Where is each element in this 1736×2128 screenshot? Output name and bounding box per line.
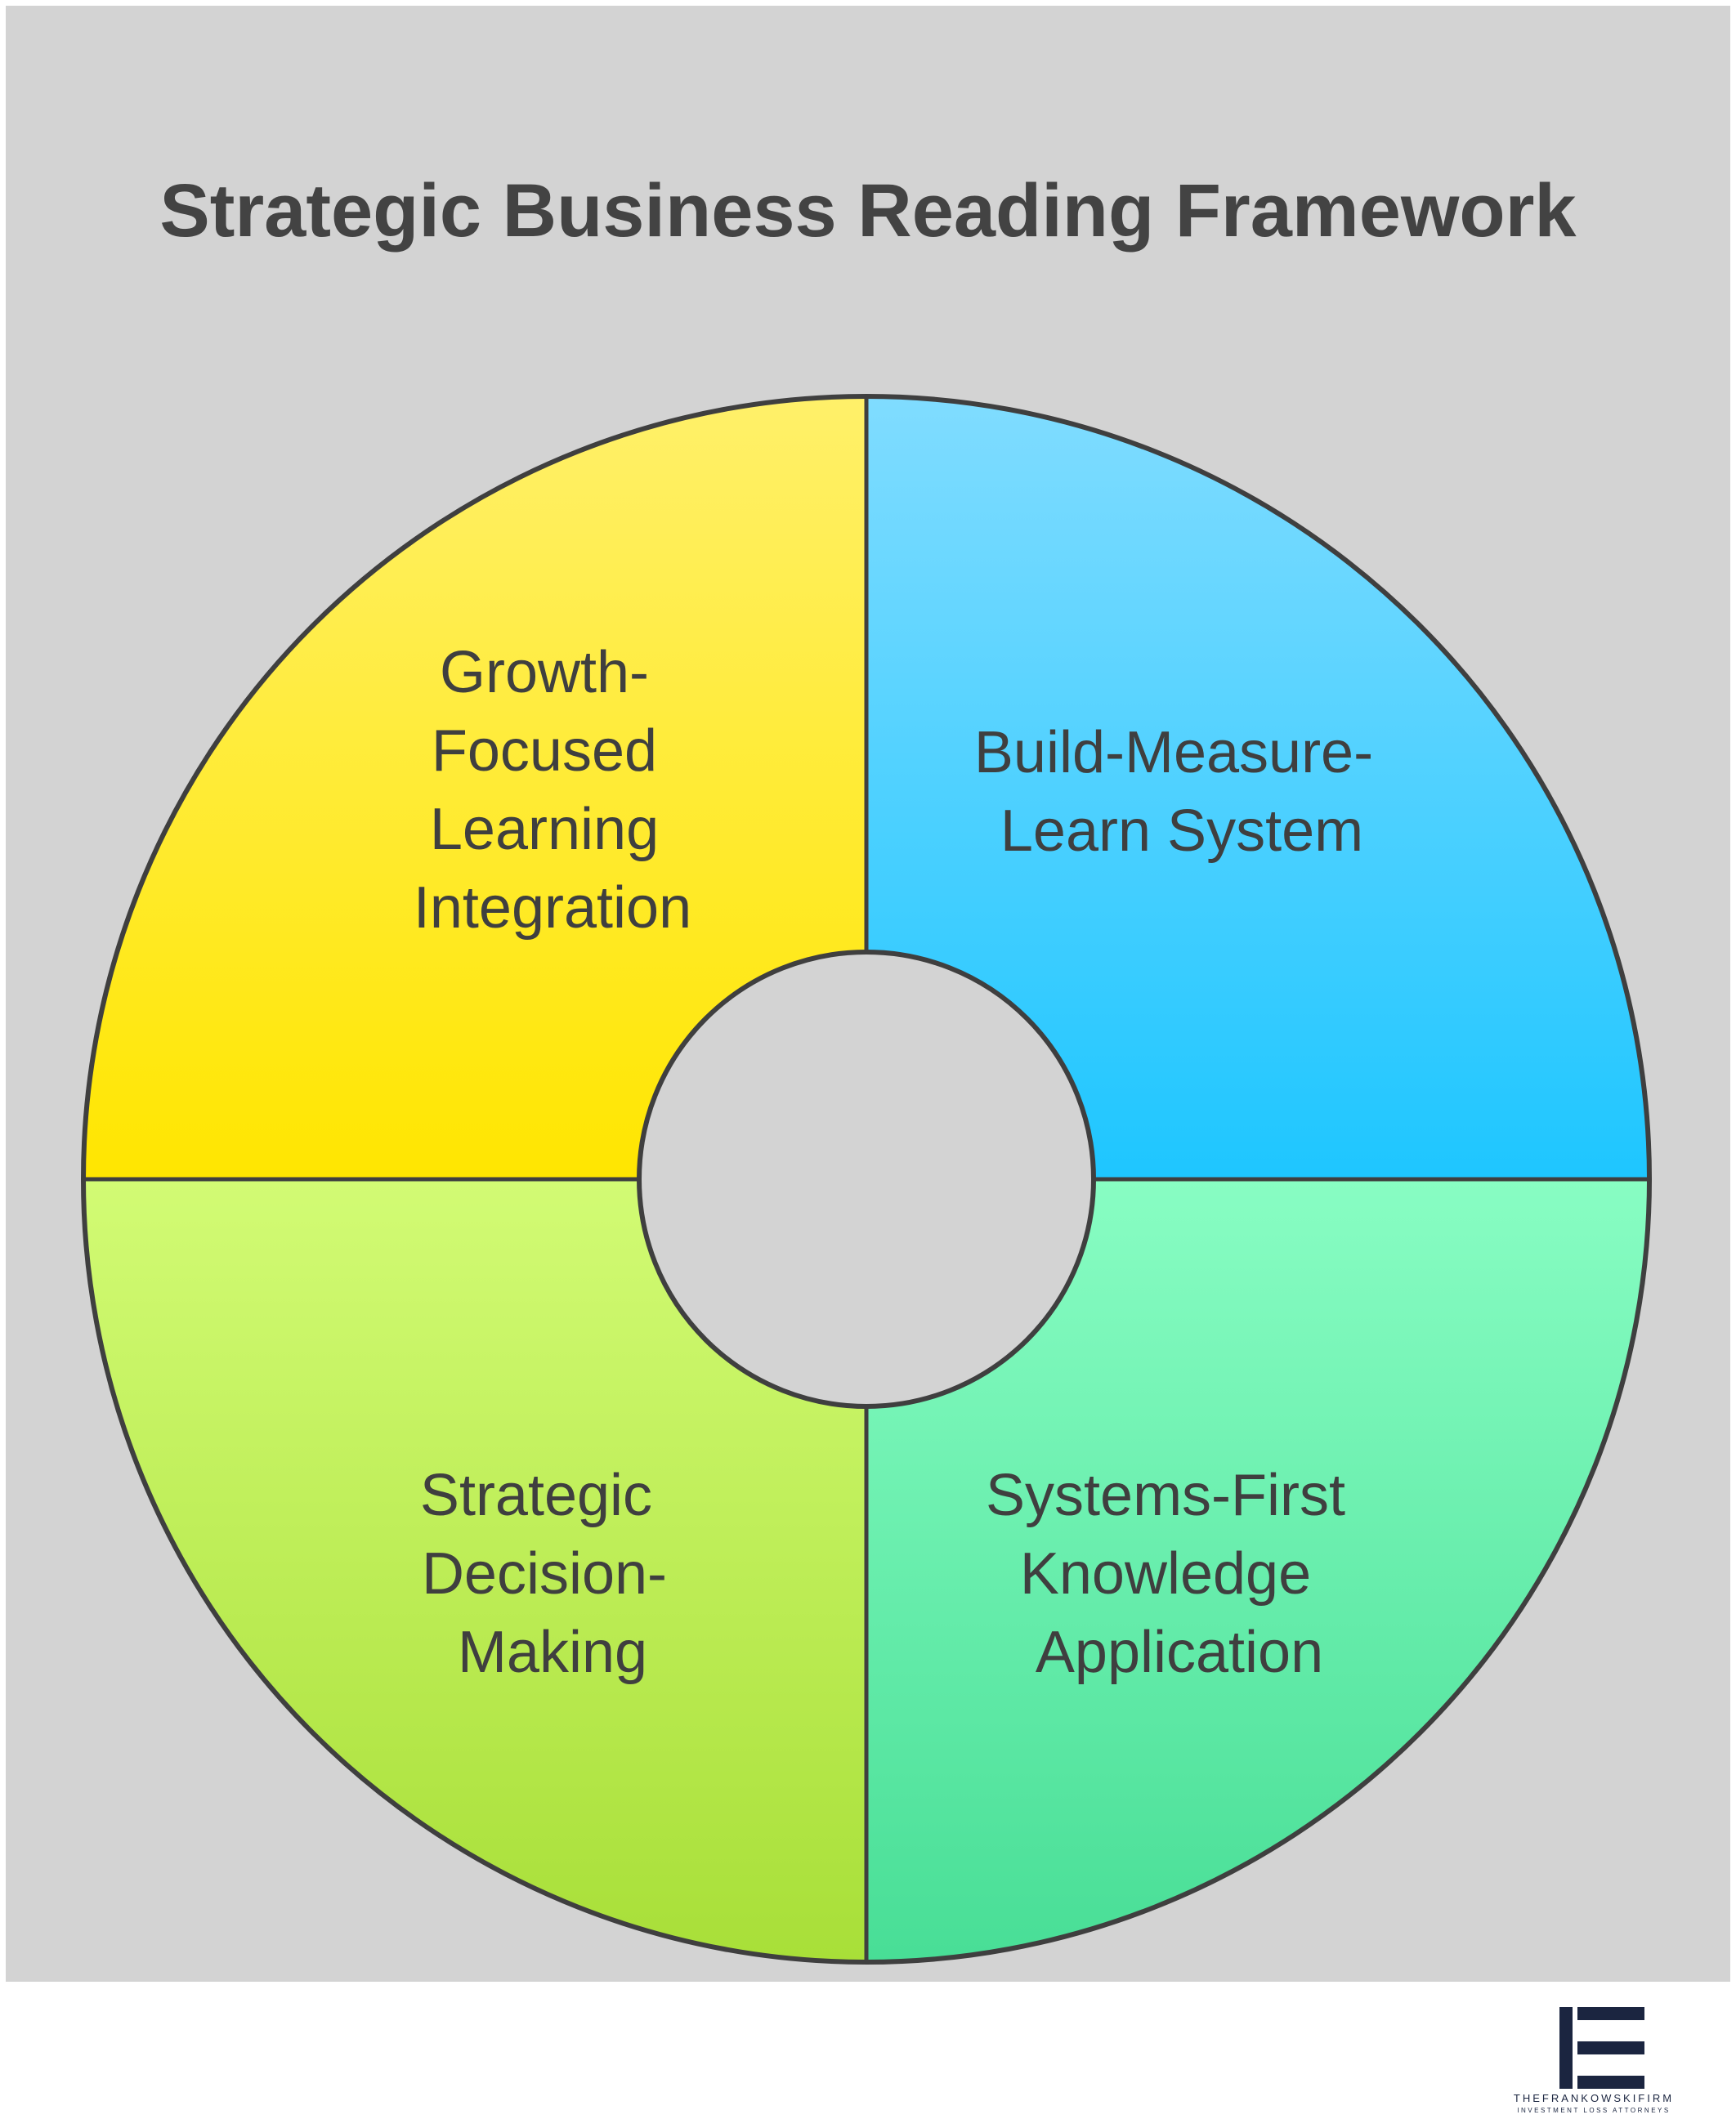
- label-line: Decision-: [422, 1541, 667, 1607]
- page-title: Strategic Business Reading Framework: [159, 169, 1577, 253]
- quadrant-strategic-decision-making: [83, 1179, 866, 1962]
- label-line: Growth-: [440, 640, 649, 705]
- label-line: Focused: [432, 718, 657, 784]
- outer-ring-outline: [81, 394, 1652, 1965]
- quadrant-shapes: [83, 396, 1649, 1962]
- label-line: Learning: [430, 797, 659, 862]
- quadrant-labels: Growth- Focused Learning Integration Bui…: [414, 640, 1389, 1685]
- label-line: Strategic: [420, 1463, 652, 1528]
- label-line: Learn System: [1000, 798, 1363, 864]
- label-line: Application: [1036, 1620, 1323, 1685]
- label-line: Systems-First: [986, 1463, 1345, 1528]
- firm-name: THEFRANKOWSKIFIRM: [1513, 2092, 1675, 2104]
- label-line: Knowledge: [1020, 1541, 1311, 1607]
- quadrant-dividers: [83, 396, 1649, 1962]
- label-line: Build-Measure-: [974, 720, 1373, 785]
- firm-tagline: INVESTMENT LOSS ATTORNEYS: [1517, 2107, 1671, 2114]
- quadrant-growth-focused-learning: [83, 396, 866, 1179]
- quadrant-systems-first-knowledge: [866, 1179, 1649, 1962]
- label-growth-focused-learning: Growth- Focused Learning Integration: [414, 640, 691, 941]
- quadrant-build-measure-learn: [866, 396, 1649, 1179]
- firm-logo-mark-icon: [1559, 2007, 1644, 2089]
- center-circle: [637, 950, 1096, 1409]
- label-line: Integration: [414, 875, 691, 941]
- label-line: Making: [458, 1620, 647, 1685]
- label-build-measure-learn: Build-Measure- Learn System: [974, 720, 1389, 864]
- label-systems-first-knowledge: Systems-First Knowledge Application: [986, 1463, 1362, 1685]
- firm-logo: THEFRANKOWSKIFIRM INVESTMENT LOSS ATTORN…: [1471, 2007, 1716, 2114]
- label-strategic-decision-making: Strategic Decision- Making: [420, 1463, 683, 1685]
